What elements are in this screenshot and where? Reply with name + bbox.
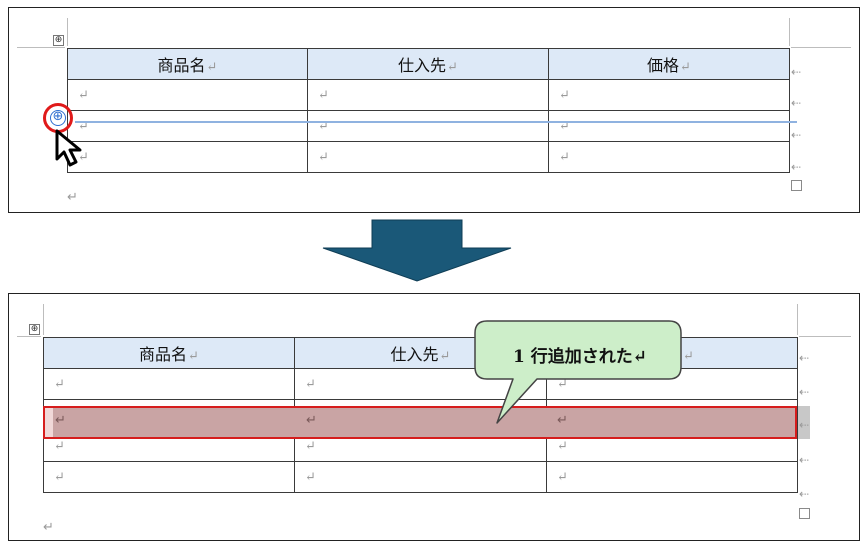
before-panel: ⊕ 商品名↵ 仕入先↵ 価格↵ ↵ ↵ ↵ ↵ ↵ ↵ ↵ ↵ ↵ ⊕ ⇠ ⇠ … — [8, 7, 860, 213]
return-mark-icon: ↵ — [318, 118, 329, 134]
paragraph-mark-icon: ↵ — [67, 190, 78, 205]
table-cell[interactable]: ↵ — [67, 141, 308, 173]
selection-end-highlight — [798, 406, 810, 439]
table-cell[interactable]: ↵ — [548, 141, 790, 173]
row-end-mark-icon: ⇠ — [799, 453, 810, 467]
row-end-mark-icon: ⇠ — [799, 351, 810, 365]
callout-bubble — [474, 320, 682, 424]
margin-guide — [43, 304, 44, 335]
insert-row-indicator-line — [75, 121, 797, 123]
margin-guide — [67, 18, 68, 46]
row-end-mark-icon: ⇠ — [791, 65, 802, 79]
row-end-mark-icon: ⇠ — [791, 160, 802, 174]
inserted-row-highlight — [43, 406, 797, 439]
header-cell[interactable]: 価格↵ — [548, 48, 790, 80]
return-mark-icon: ↵ — [78, 149, 89, 165]
return-mark-icon: ↵ — [54, 469, 65, 485]
return-mark-icon: ↵ — [305, 376, 316, 392]
table-cell[interactable]: ↵ — [548, 110, 790, 142]
margin-guide — [799, 336, 851, 337]
table-cell[interactable]: ↵ — [307, 110, 549, 142]
return-mark-icon: ↵ — [55, 413, 66, 428]
return-mark-icon: ↵ — [318, 87, 329, 103]
header-cell-text: 商品名 — [139, 345, 188, 364]
header-cell[interactable]: 商品名↵ — [43, 337, 295, 369]
return-mark-icon: ↵ — [559, 118, 570, 134]
return-mark-icon: ↵ — [683, 349, 694, 364]
mouse-pointer-icon — [55, 129, 82, 167]
selection-start-highlight — [45, 408, 53, 437]
margin-guide — [17, 47, 65, 48]
margin-guide — [17, 336, 41, 337]
table-row: ↵ ↵ ↵ — [67, 141, 790, 173]
return-mark-icon: ↵ — [557, 376, 568, 392]
row-end-mark-icon: ⇠ — [791, 96, 802, 110]
return-mark-icon: ↵ — [318, 149, 329, 165]
return-mark-icon: ↵ — [78, 87, 89, 103]
margin-guide — [791, 47, 851, 48]
header-cell-text: 仕入先 — [398, 56, 447, 75]
table-row: ↵ ↵ ↵ — [67, 110, 790, 142]
return-mark-icon: ↵ — [206, 60, 218, 75]
table-cell[interactable]: ↵ — [43, 461, 295, 493]
header-cell-text: 仕入先 — [390, 345, 439, 364]
return-mark-icon: ↵ — [78, 118, 89, 134]
table-cell[interactable]: ↵ — [67, 79, 308, 111]
return-mark-icon: ↵ — [680, 60, 691, 75]
row-end-mark-icon: ⇠ — [799, 487, 810, 501]
after-panel: ⊕ 商品名↵ 仕入先↵ 価格↵ ↵ ↵ ↵ ↵ ↵ ↵ ↵ ↵ ↵ ↵ ↵ ↵ — [8, 293, 860, 541]
margin-guide — [789, 18, 790, 46]
return-mark-icon: ↵ — [557, 438, 568, 454]
return-mark-icon: ↵ — [559, 149, 570, 165]
return-mark-icon: ↵ — [54, 376, 65, 392]
return-mark-icon: ↵ — [305, 469, 316, 485]
down-arrow-icon — [322, 219, 512, 282]
return-mark-icon: ↵ — [557, 413, 568, 428]
return-mark-icon: ↵ — [439, 349, 451, 364]
table-cell[interactable]: ↵ — [67, 110, 308, 142]
return-mark-icon: ↵ — [54, 438, 65, 454]
return-mark-icon: ↵ — [559, 87, 570, 103]
return-mark-icon: ↵ — [557, 469, 568, 485]
table-cell[interactable]: ↵ — [307, 79, 549, 111]
table-cell[interactable]: ↵ — [43, 368, 295, 400]
table-cell[interactable]: ↵ — [307, 141, 549, 173]
return-mark-icon: ↵ — [306, 413, 317, 428]
table-move-handle-icon[interactable]: ⊕ — [29, 324, 40, 335]
table-resize-handle-icon[interactable] — [799, 508, 810, 519]
table-row: ↵ ↵ ↵ — [43, 461, 798, 493]
return-mark-icon: ↵ — [188, 349, 199, 364]
return-mark-icon: ↵ — [447, 60, 458, 75]
table-move-handle-icon[interactable]: ⊕ — [53, 35, 64, 46]
return-mark-icon: ↵ — [305, 438, 316, 454]
table-cell[interactable]: ↵ — [548, 79, 790, 111]
row-end-mark-icon: ⇠ — [791, 128, 802, 142]
callout-text: 1 行追加された↵ — [513, 347, 647, 367]
table-header-row: 商品名↵ 仕入先↵ 価格↵ — [67, 48, 790, 80]
table-row: ↵ ↵ ↵ — [67, 79, 790, 111]
header-cell-text: 商品名 — [157, 56, 206, 75]
row-end-mark-icon: ⇠ — [799, 385, 810, 399]
header-cell[interactable]: 商品名↵ — [67, 48, 308, 80]
header-cell[interactable]: 仕入先↵ — [307, 48, 549, 80]
table-resize-handle-icon[interactable] — [791, 180, 802, 191]
table-cell[interactable]: ↵ — [294, 461, 547, 493]
insert-row-icon[interactable]: ⊕ — [50, 110, 66, 126]
header-cell-text: 価格 — [647, 56, 680, 75]
paragraph-mark-icon: ↵ — [43, 520, 54, 535]
margin-guide — [797, 304, 798, 335]
document-table: 商品名↵ 仕入先↵ 価格↵ ↵ ↵ ↵ ↵ ↵ ↵ ↵ ↵ ↵ — [67, 48, 790, 173]
row-end-mark-icon: ⇠ — [799, 418, 810, 432]
table-cell[interactable]: ↵ — [546, 461, 798, 493]
